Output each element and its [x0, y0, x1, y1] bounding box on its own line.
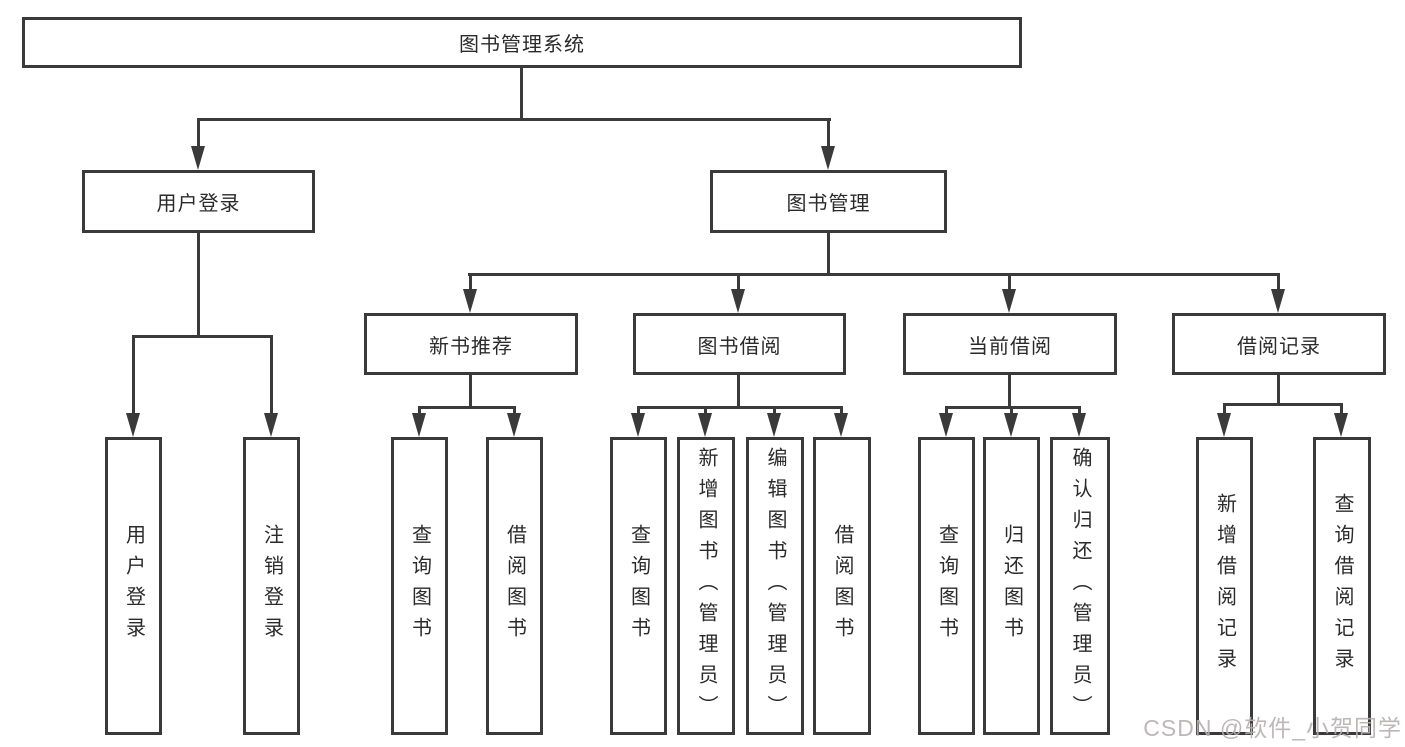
connector-stub: [1340, 403, 1343, 417]
leaf-add-borrow-record: 新增借阅记录: [1196, 437, 1253, 735]
connector-stub: [270, 335, 273, 415]
node-label: 图书管理: [786, 193, 871, 215]
arrow-down-icon: [463, 289, 477, 313]
node-label: 用户登录: [122, 524, 145, 648]
arrow-down-icon: [939, 413, 953, 437]
connector-stem: [827, 233, 830, 273]
node-label: 查询借阅记录: [1331, 493, 1353, 679]
node-label: 新增图书（管理员）: [695, 446, 717, 726]
node-label: 归还图书: [1000, 524, 1023, 648]
connector-stub: [1277, 273, 1280, 293]
node-label: 查询图书: [408, 524, 431, 648]
node-label: 确认归还（管理员）: [1069, 446, 1091, 726]
leaf-add-books-admin: 新增图书（管理员）: [677, 437, 735, 735]
node-label: 查询图书: [935, 524, 958, 648]
leaf-return-books: 归还图书: [983, 437, 1040, 735]
arrow-down-icon: [834, 413, 848, 437]
arrow-down-icon: [1002, 289, 1016, 313]
leaf-query-books-recommend: 查询图书: [391, 437, 448, 735]
connector-rail: [945, 406, 1081, 409]
node-label: 新增借阅记录: [1213, 493, 1236, 679]
connector-stub: [773, 406, 776, 417]
leaf-borrow-books: 借阅图书: [813, 437, 871, 735]
arrow-down-icon: [126, 413, 140, 437]
connector-stub: [737, 273, 740, 293]
arrow-down-icon: [731, 289, 745, 313]
connector-rail: [132, 335, 272, 338]
connector-stub: [1223, 403, 1226, 417]
node-label: 借阅图书: [831, 524, 853, 648]
node-label: 注销登录: [260, 524, 283, 648]
leaf-logout: 注销登录: [243, 437, 300, 735]
arrow-down-icon: [1334, 413, 1348, 437]
arrow-down-icon: [631, 413, 645, 437]
node-label: 用户登录: [156, 193, 241, 215]
leaf-borrow-books-recommend: 借阅图书: [486, 437, 543, 735]
node-new-book-recommendation: 新书推荐: [364, 313, 578, 375]
arrow-down-icon: [191, 146, 205, 170]
arrow-down-icon: [264, 413, 278, 437]
connector-stub: [197, 118, 200, 148]
connector-stub: [840, 406, 843, 417]
connector-stub: [1008, 273, 1011, 293]
leaf-query-books-current: 查询图书: [918, 437, 975, 735]
leaf-query-borrow-record: 查询借阅记录: [1313, 437, 1371, 735]
arrow-down-icon: [1004, 413, 1018, 437]
connector-stem: [737, 375, 740, 406]
node-label: 借阅图书: [503, 524, 526, 648]
node-label: 编辑图书（管理员）: [764, 446, 786, 726]
arrow-down-icon: [1072, 413, 1086, 437]
csdn-watermark: CSDN @软件_小贺同学: [1143, 715, 1402, 741]
connector-stem: [1277, 375, 1280, 403]
node-borrowing-records: 借阅记录: [1172, 313, 1386, 375]
arrow-down-icon: [507, 413, 521, 437]
connector-stub: [827, 118, 830, 148]
connector-stub: [1010, 406, 1013, 417]
arrow-down-icon: [698, 413, 712, 437]
leaf-user-login: 用户登录: [105, 437, 162, 735]
connector-stub: [1078, 406, 1081, 417]
connector-stub: [945, 406, 948, 417]
arrow-down-icon: [412, 413, 426, 437]
connector-stem: [1008, 375, 1011, 406]
arrow-down-icon: [767, 413, 781, 437]
node-label: 新书推荐: [429, 335, 513, 358]
node-user-login: 用户登录: [82, 170, 315, 233]
node-library-management-system: 图书管理系统: [22, 17, 1022, 68]
node-label: 查询图书: [627, 524, 650, 648]
leaf-confirm-return-admin: 确认归还（管理员）: [1050, 437, 1110, 735]
node-label: 图书借阅: [697, 335, 782, 358]
arrow-down-icon: [821, 146, 835, 170]
connector-stub: [704, 406, 707, 417]
connector-stub: [637, 406, 640, 417]
connector-stub: [469, 273, 472, 293]
node-label: 借阅记录: [1237, 335, 1321, 358]
connector-root-rail: [197, 118, 831, 121]
node-current-borrowing: 当前借阅: [903, 313, 1117, 375]
connector-stem: [469, 375, 472, 406]
leaf-query-books-borrowing: 查询图书: [610, 437, 667, 735]
connector-rail: [418, 406, 516, 409]
connector-stem: [197, 233, 200, 335]
node-book-management: 图书管理: [710, 170, 947, 233]
leaf-edit-books-admin: 编辑图书（管理员）: [746, 437, 804, 735]
connector-rail: [468, 273, 1280, 276]
connector-stub: [132, 335, 135, 415]
connector-rail: [1223, 403, 1343, 406]
connector-rail: [637, 406, 842, 409]
node-book-borrowing: 图书借阅: [633, 313, 846, 375]
arrow-down-icon: [1271, 289, 1285, 313]
arrow-down-icon: [1217, 413, 1231, 437]
node-label: 当前借阅: [968, 335, 1052, 358]
connector-stub: [513, 406, 516, 417]
node-label: 图书管理系统: [459, 34, 585, 56]
connector-stub: [418, 406, 421, 417]
connector-root-stem: [520, 68, 523, 118]
